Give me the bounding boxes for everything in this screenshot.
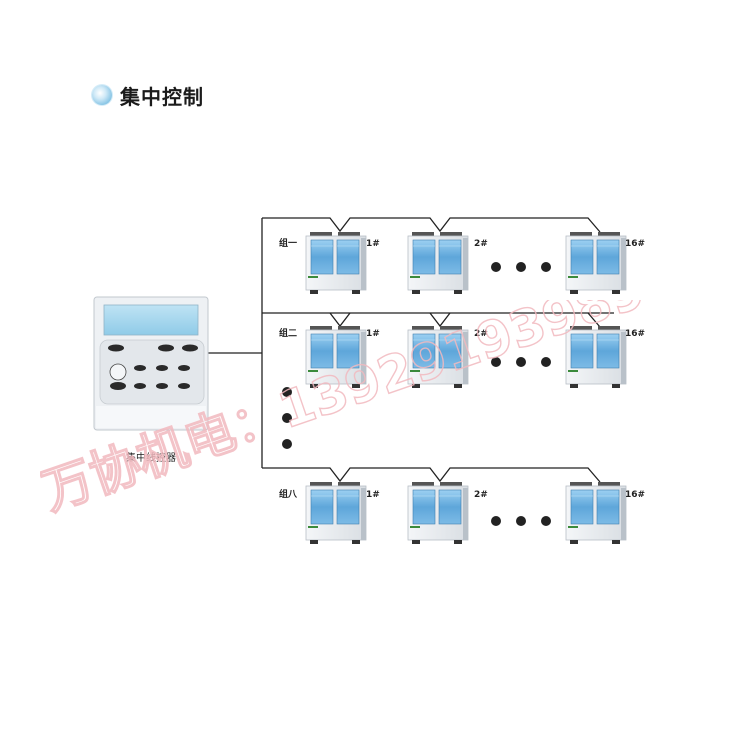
central-controller <box>93 296 209 431</box>
group-2: 组二 1# 2# 16# <box>279 325 645 389</box>
unit-label: 2# <box>474 239 488 249</box>
group-8: 组八 1# 2# 16# <box>279 481 645 545</box>
continuation-dot <box>541 357 551 367</box>
continuation-dot <box>516 516 526 526</box>
section-title: 集中控制 <box>92 80 204 110</box>
ctrl-button <box>109 363 127 381</box>
unit-label: 2# <box>474 329 488 339</box>
continuation-dot <box>541 516 551 526</box>
ctrl-button <box>134 365 146 371</box>
group-1: 组一 1# 2# 16# <box>279 231 645 295</box>
outdoor-unit <box>407 481 469 545</box>
unit-label: 1# <box>366 490 380 500</box>
title-text: 集中控制 <box>120 84 204 109</box>
controller-screen <box>103 304 199 336</box>
ctrl-button <box>156 383 168 389</box>
unit-label: 1# <box>366 329 380 339</box>
outdoor-unit <box>407 231 469 295</box>
continuation-dot <box>516 262 526 272</box>
outdoor-unit <box>305 231 367 295</box>
ctrl-button <box>156 365 168 371</box>
group-label: 组二 <box>279 327 297 339</box>
continuation-dot <box>491 357 501 367</box>
controller-label: 集中线控器 <box>126 451 176 464</box>
outdoor-unit <box>565 325 627 389</box>
continuation-dot <box>516 357 526 367</box>
continuation-dot <box>491 516 501 526</box>
continuation-dot <box>282 439 292 449</box>
unit-label: 16# <box>625 490 645 500</box>
ctrl-button <box>110 382 126 390</box>
continuation-dot <box>282 387 292 397</box>
unit-label: 2# <box>474 490 488 500</box>
ctrl-button <box>134 383 146 389</box>
outdoor-unit <box>407 325 469 389</box>
unit-label: 16# <box>625 329 645 339</box>
outdoor-unit <box>305 481 367 545</box>
outdoor-unit <box>565 231 627 295</box>
group-label: 组八 <box>279 488 298 500</box>
continuation-dot <box>541 262 551 272</box>
ctrl-button <box>158 344 174 352</box>
bullet-icon <box>92 85 112 105</box>
outdoor-unit <box>305 325 367 389</box>
ctrl-button <box>178 383 190 389</box>
continuation-dot <box>491 262 501 272</box>
group-label: 组一 <box>279 237 297 249</box>
ctrl-button <box>178 365 190 371</box>
unit-label: 16# <box>625 239 645 249</box>
outdoor-unit <box>565 481 627 545</box>
ctrl-button <box>108 344 124 352</box>
ctrl-button <box>182 344 198 352</box>
continuation-dot <box>282 413 292 423</box>
unit-label: 1# <box>366 239 380 249</box>
